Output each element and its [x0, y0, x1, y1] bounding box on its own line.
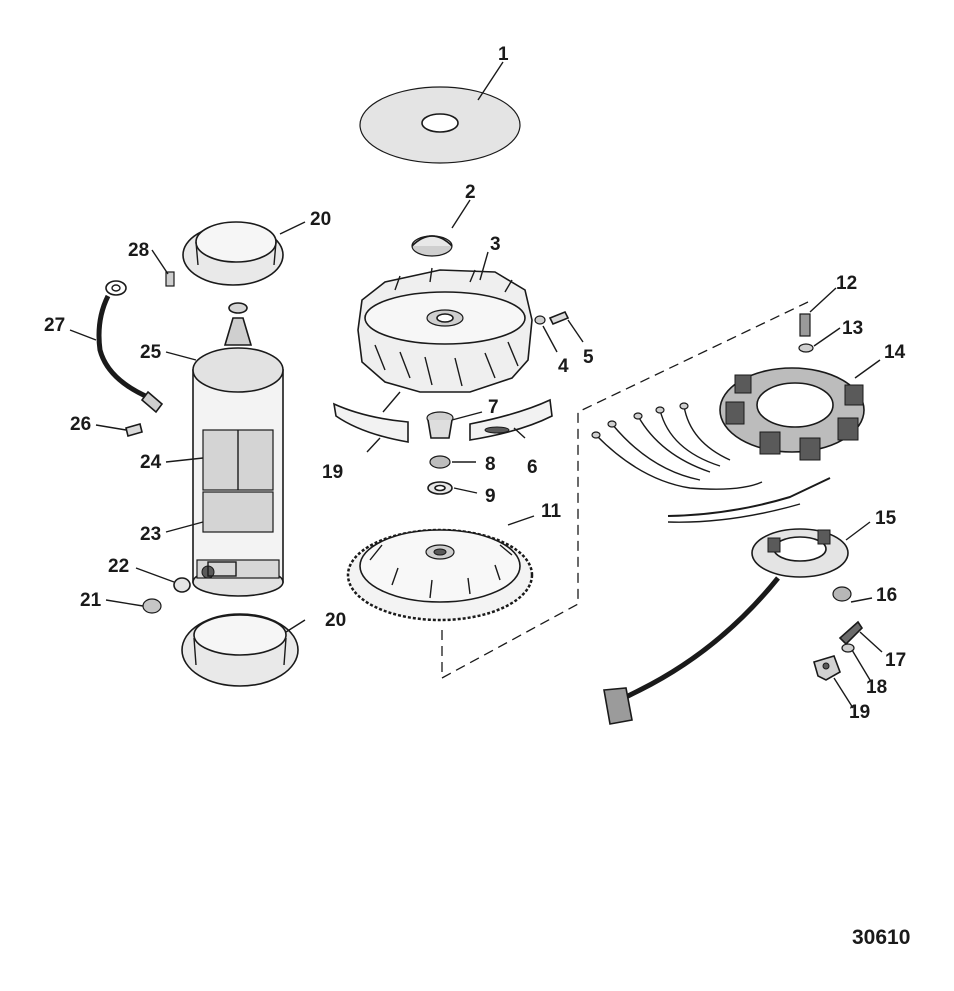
- callout-9: 9: [485, 486, 496, 507]
- figure-number: 30610: [852, 926, 910, 949]
- part-4-washer: [534, 315, 546, 325]
- callout-21: 21: [80, 590, 102, 611]
- part-23-label-panel: [202, 491, 274, 533]
- callout-27: 27: [44, 315, 65, 336]
- callout-3: 3: [490, 234, 501, 255]
- callout-17: 17: [885, 650, 906, 671]
- part-11-flywheel: [346, 528, 534, 622]
- part-17-screw: [838, 620, 864, 646]
- part-3-flywheel-cover: [357, 267, 533, 393]
- callout-20-bottom: 20: [325, 610, 346, 631]
- callout-28: 28: [128, 240, 149, 261]
- trigger-wire-harness: [603, 576, 780, 725]
- part-16-spacer: [832, 586, 852, 602]
- part-15-trigger: [751, 528, 849, 578]
- callout-20-top: 20: [310, 209, 331, 230]
- callout-22: 22: [108, 556, 129, 577]
- part-27-battery-cable: [96, 280, 164, 414]
- callout-5: 5: [583, 347, 594, 368]
- callout-24: 24: [140, 452, 162, 473]
- callout-12: 12: [836, 273, 857, 294]
- part-7-bushing: [426, 411, 454, 439]
- part-24-label-panel: [202, 429, 274, 491]
- callout-2: 2: [465, 182, 476, 203]
- callout-7: 7: [488, 397, 499, 418]
- callout-16: 16: [876, 585, 897, 606]
- part-13-washer: [798, 343, 814, 353]
- callout-1: 1: [498, 44, 509, 65]
- callout-4: 4: [558, 356, 569, 377]
- part-14-stator: [719, 367, 865, 461]
- callout-26: 26: [70, 414, 91, 435]
- callout-14: 14: [884, 342, 906, 363]
- stator-wire-harness: [591, 402, 831, 523]
- part-18-washer: [841, 643, 855, 653]
- part-9-washer: [427, 481, 453, 495]
- part-2-cap: [411, 235, 453, 257]
- leader-lines: [69, 61, 883, 709]
- callout-6: 6: [527, 457, 538, 478]
- part-21-nut: [142, 598, 162, 614]
- callout-15: 15: [875, 508, 897, 529]
- part-19-clamp: [813, 655, 841, 681]
- callout-19-trigger: 19: [849, 702, 870, 723]
- part-20-top-end-cap: [182, 221, 284, 286]
- part-1-disc: [359, 86, 521, 164]
- callout-labels: 1 2 3 4 5 6 7 8 9 11 12 13 14 15 16 17 1…: [44, 44, 906, 723]
- assembly-guide-lines: [382, 301, 809, 680]
- part-22-washer: [173, 577, 191, 593]
- part-6-magnet-strip: [469, 398, 553, 441]
- part-12-screw: [799, 313, 811, 337]
- part-20-bottom-end-cap: [181, 613, 299, 687]
- part-28-clip: [165, 271, 175, 287]
- part-5-screw: [548, 310, 570, 326]
- callout-8: 8: [485, 454, 496, 475]
- callout-23: 23: [140, 524, 161, 545]
- part-26-screw: [125, 423, 143, 437]
- callout-18: 18: [866, 677, 887, 698]
- part-19-magnet-strip: [332, 402, 409, 443]
- callout-11: 11: [541, 501, 562, 522]
- callout-25: 25: [140, 342, 162, 363]
- part-8-nut: [429, 455, 451, 469]
- callout-13: 13: [842, 318, 863, 339]
- callout-19-magnet: 19: [322, 462, 343, 483]
